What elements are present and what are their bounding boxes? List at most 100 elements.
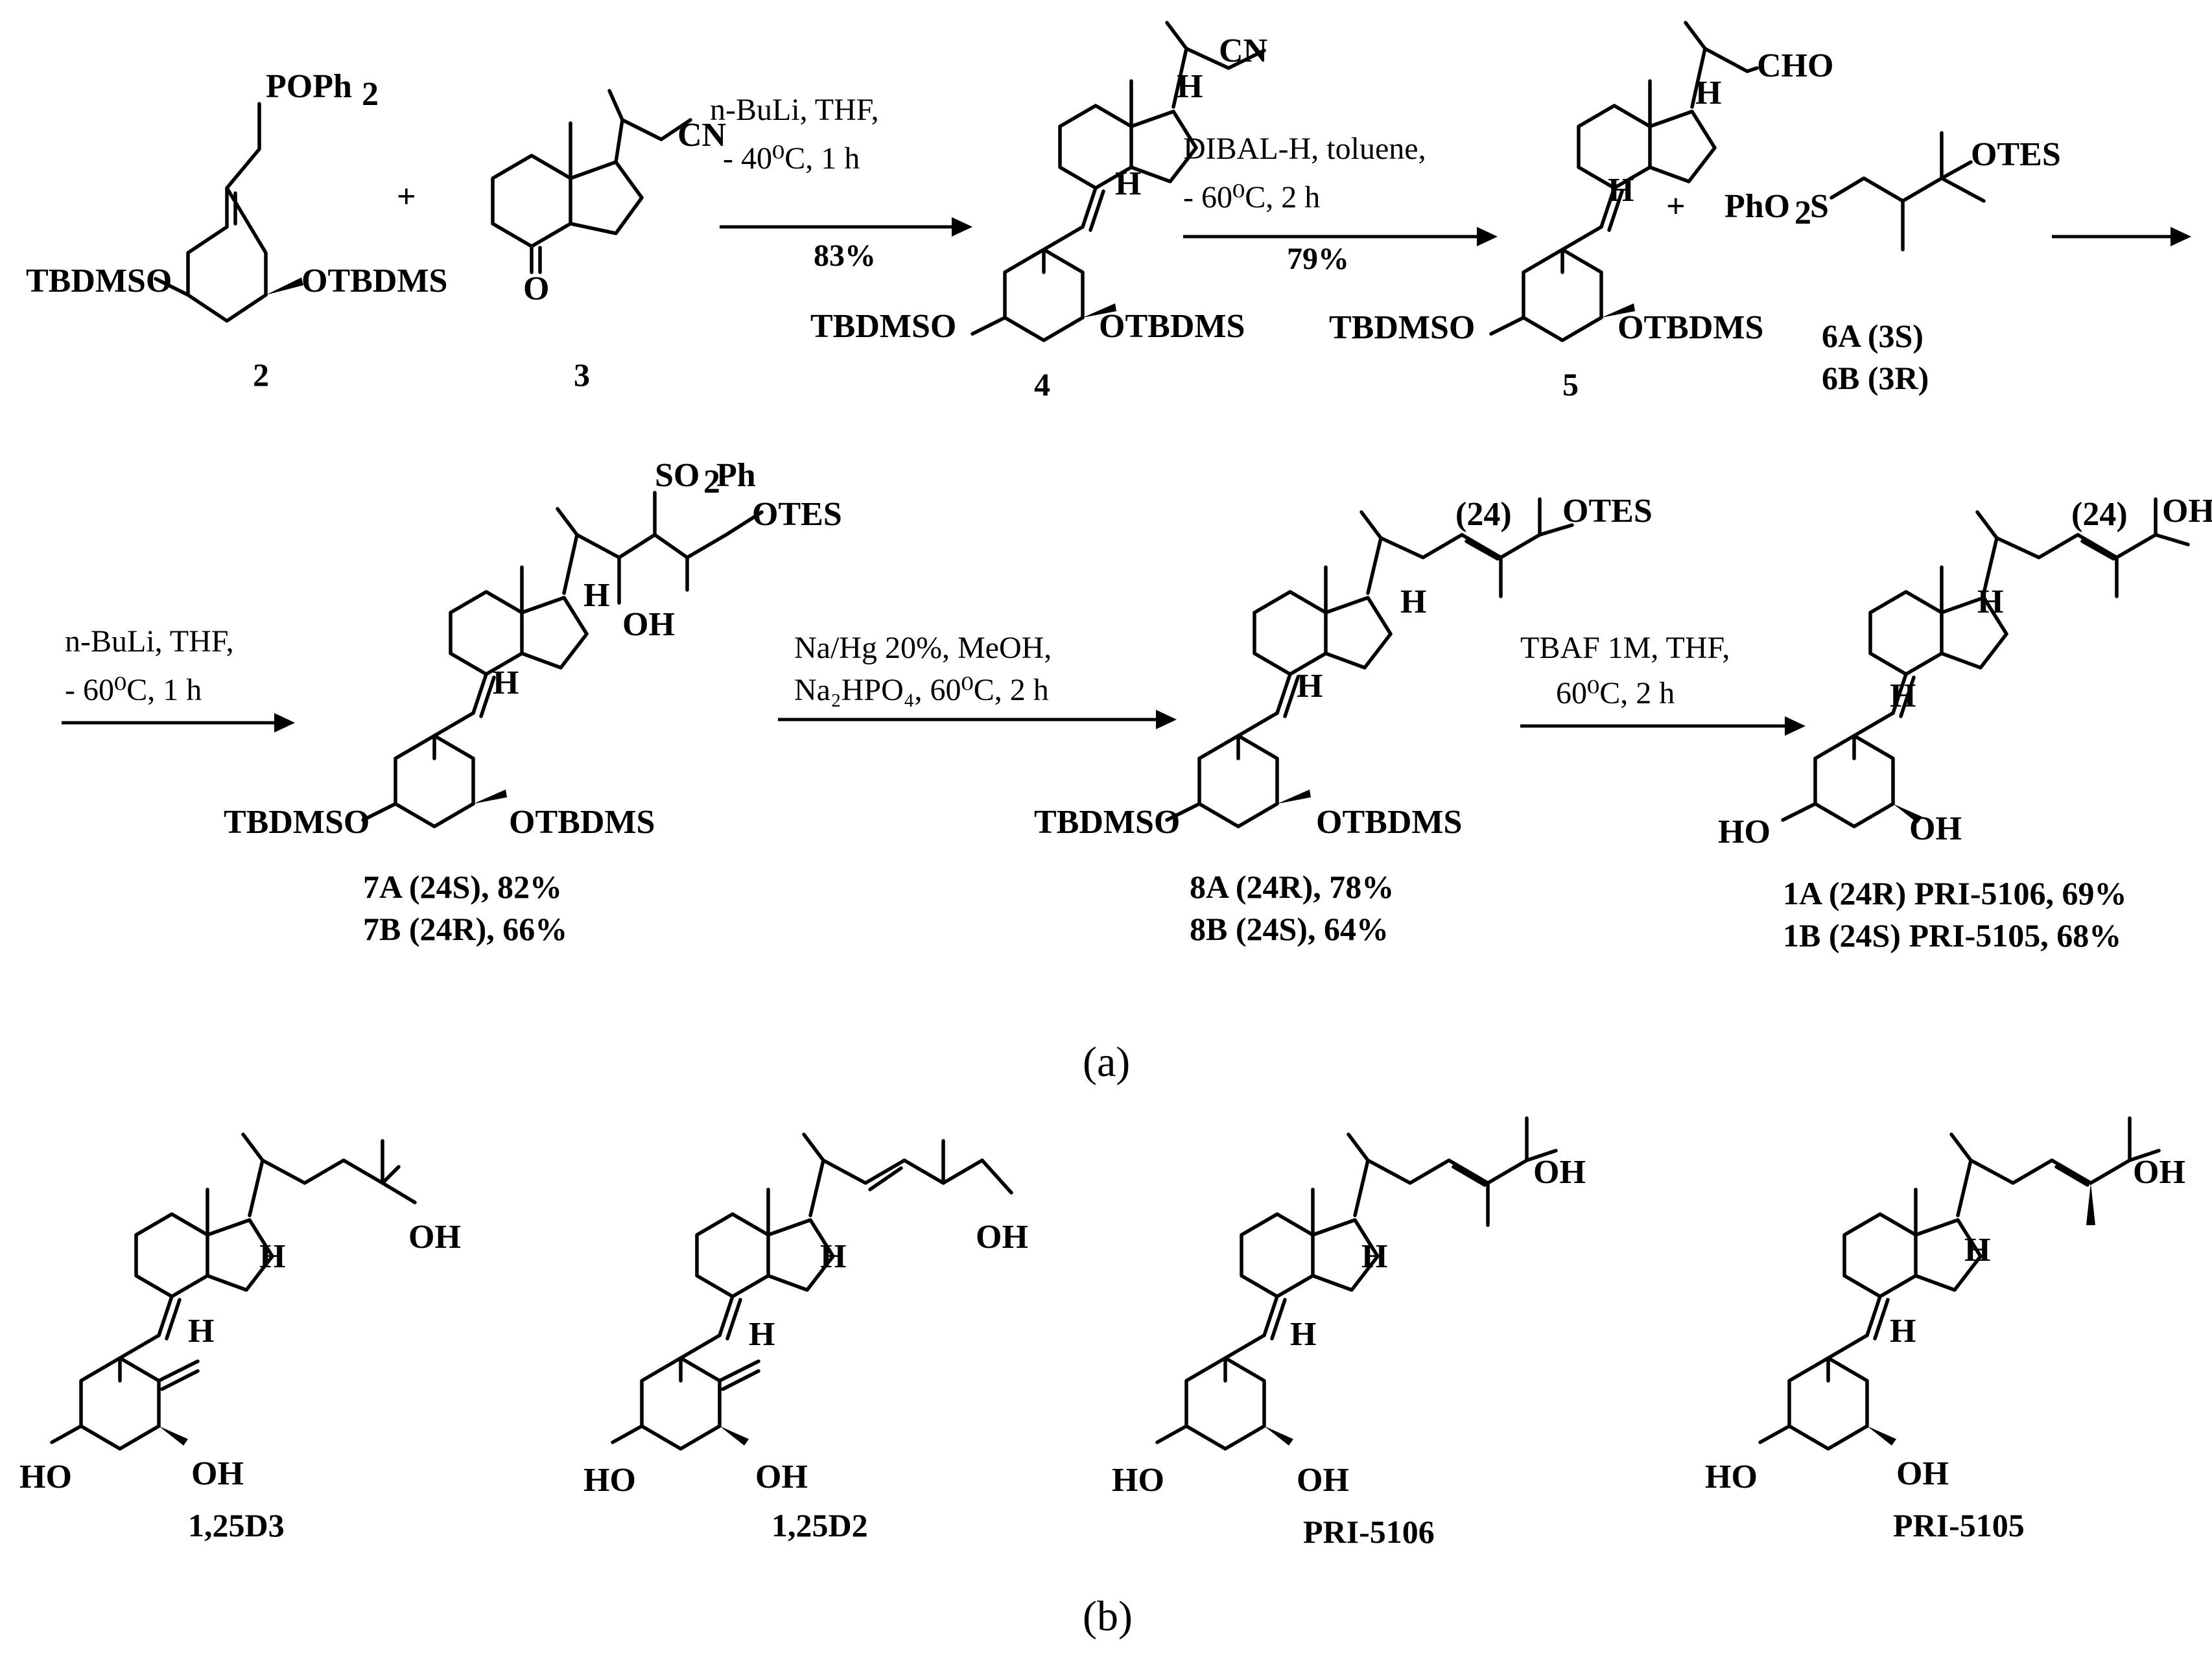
compound-4-label: 4	[1034, 366, 1050, 403]
compound-pri5106-label: PRI-5106	[1303, 1514, 1435, 1550]
arrow1-line1: n-BuLi, THF,	[710, 93, 879, 127]
h-label-8a: H	[1400, 583, 1426, 620]
h-label-5105a: H	[1964, 1232, 1990, 1269]
plus-sign-2: +	[1666, 188, 1686, 225]
h-label-d2a: H	[820, 1238, 846, 1275]
otbdms-label-4: OTBDMS	[1099, 308, 1245, 345]
oh-label-5105-ring: OH	[1896, 1455, 1949, 1492]
phso2s-s: S	[1810, 188, 1829, 225]
h-label-d3b: H	[188, 1313, 214, 1350]
cn-label-4: CN	[1219, 32, 1267, 69]
arrow4-line2: - 60⁰C, 1 h	[65, 673, 202, 707]
so2ph-label-7: SO	[655, 457, 700, 494]
oh-label-d2-side: OH	[976, 1219, 1028, 1256]
compound-2-structure: POPh 2 TBDMSO OTBDMS 2	[26, 68, 447, 393]
tbdmso-label-5: TBDMSO	[1329, 309, 1475, 346]
otbdms-label-2: OTBDMS	[301, 263, 447, 299]
arrow6-line1: TBAF 1M, THF,	[1520, 631, 1730, 665]
compound-2-label: 2	[253, 357, 269, 393]
phso2s-subscript: 2	[1794, 194, 1811, 231]
compound-pri5105-structure: OH H H HO OH PRI-5105	[1705, 1116, 2185, 1543]
ho-label-d3: HO	[19, 1459, 72, 1495]
compound-7-structure: SO 2 Ph OTES H OH H TBDMSO OTBDMS 7A (24…	[224, 457, 842, 947]
compound-6b-label: 6B (3R)	[1822, 360, 1929, 396]
reaction-arrow-2: DIBAL-H, toluene, - 60⁰C, 2 h 79%	[1183, 132, 1498, 276]
oh-label-1-ring: OH	[1909, 810, 1962, 847]
tbdmso-label-4: TBDMSO	[810, 308, 956, 345]
h-label-5106b: H	[1290, 1316, 1316, 1353]
oh-label-d3-side: OH	[408, 1219, 461, 1256]
compound-1-structure: (24) OH H H HO OH 1A (24R) PRI-5106, 69%…	[1718, 493, 2212, 954]
reaction-arrow-3	[2052, 227, 2191, 246]
otes-label-7: OTES	[752, 496, 842, 533]
h-label-4a: H	[1177, 68, 1203, 105]
compound-pri5106-structure: OH H H HO OH PRI-5106	[1112, 1116, 1586, 1550]
h-label-4b: H	[1115, 165, 1141, 202]
h-label-1b: H	[1890, 677, 1916, 714]
c24-label-1: (24)	[2071, 496, 2128, 533]
panel-a-caption: (a)	[1083, 1038, 1130, 1086]
panel-b-caption: (b)	[1083, 1593, 1133, 1640]
otbdms-label-8: OTBDMS	[1316, 804, 1462, 841]
compound-5-label: 5	[1562, 366, 1579, 403]
compound-pri5105-label: PRI-5105	[1893, 1507, 2025, 1543]
arrow5-line1: Na/Hg 20%, MeOH,	[794, 631, 1052, 665]
h-label-5106a: H	[1361, 1238, 1387, 1275]
compound-5-structure: CHO H H TBDMSO OTBDMS 5	[1329, 21, 1833, 403]
otes-label-8: OTES	[1562, 493, 1653, 530]
tbdmso-label-2: TBDMSO	[26, 263, 172, 299]
compound-d2-label: 1,25D2	[771, 1507, 868, 1543]
h-label-8b: H	[1297, 668, 1323, 705]
oh-label-7: OH	[622, 606, 675, 643]
plus-sign-1: +	[397, 178, 416, 215]
reaction-arrow-6: TBAF 1M, THF, 60⁰C, 2 h	[1520, 631, 1806, 736]
so2ph-end-7: Ph	[716, 457, 756, 494]
arrow2-yield: 79%	[1287, 242, 1349, 276]
arrow5-line2: Na₂HPO₄, 60⁰C, 2 h	[794, 673, 1049, 707]
h-label-d2b: H	[749, 1316, 775, 1353]
oh-label-5106-ring: OH	[1297, 1462, 1349, 1499]
reaction-arrow-5: Na/Hg 20%, MeOH, Na₂HPO₄, 60⁰C, 2 h	[778, 631, 1177, 729]
compound-8a-label: 8A (24R), 78%	[1190, 869, 1394, 905]
compound-1b-label: 1B (24S) PRI-5105, 68%	[1783, 917, 2121, 954]
h-label-d3a: H	[259, 1238, 285, 1275]
ho-label-5106: HO	[1112, 1462, 1164, 1499]
c24-label-8: (24)	[1455, 496, 1512, 533]
compound-3-label: 3	[574, 357, 590, 393]
ketone-o-label: O	[523, 270, 549, 307]
compound-125d3-structure: OH H H HO OH 1,25D3	[19, 1132, 461, 1543]
otbdms-label-7: OTBDMS	[509, 804, 655, 841]
h-label-7b: H	[493, 664, 519, 701]
arrow2-line1: DIBAL-H, toluene,	[1183, 132, 1426, 166]
oh-label-5106-side: OH	[1533, 1154, 1586, 1191]
compound-8b-label: 8B (24S), 64%	[1190, 911, 1389, 947]
oh-label-d2-ring: OH	[755, 1459, 808, 1495]
compound-3-structure: CN O 3	[491, 89, 726, 393]
popH2-subscript: 2	[362, 76, 379, 113]
compound-6-structure: PhO 2 S OTES 6A (3S) 6B (3R)	[1724, 131, 2061, 396]
compound-8-structure: (24) OTES H H TBDMSO OTBDMS 8A (24R), 78…	[1034, 493, 1653, 947]
cho-label-5: CHO	[1757, 47, 1833, 84]
reaction-arrow-4: n-BuLi, THF, - 60⁰C, 1 h	[62, 624, 295, 732]
h-label-1a: H	[1977, 583, 2003, 620]
tbdmso-label-8: TBDMSO	[1034, 804, 1180, 841]
arrow2-line2: - 60⁰C, 2 h	[1183, 180, 1320, 215]
ho-label-5105: HO	[1705, 1459, 1758, 1495]
otes-label-6: OTES	[1971, 136, 2061, 173]
reaction-arrow-1: n-BuLi, THF, - 40⁰C, 1 h 83%	[710, 93, 972, 273]
compound-7a-label: 7A (24S), 82%	[363, 869, 562, 905]
so2ph-subscript-7: 2	[703, 463, 720, 500]
compound-7b-label: 7B (24R), 66%	[363, 911, 567, 947]
arrow4-line1: n-BuLi, THF,	[65, 624, 234, 659]
h-label-7a: H	[583, 577, 609, 614]
h-label-5a: H	[1695, 75, 1721, 111]
h-label-5b: H	[1608, 172, 1634, 209]
arrow1-line2: - 40⁰C, 1 h	[723, 141, 860, 176]
ho-label-d2: HO	[583, 1462, 636, 1499]
oh-label-1-side: OH	[2162, 493, 2212, 530]
compound-125d2-structure: OH H H HO OH 1,25D2	[583, 1132, 1028, 1543]
oh-label-d3-ring: OH	[191, 1455, 244, 1492]
compound-6a-label: 6A (3S)	[1822, 318, 1924, 354]
